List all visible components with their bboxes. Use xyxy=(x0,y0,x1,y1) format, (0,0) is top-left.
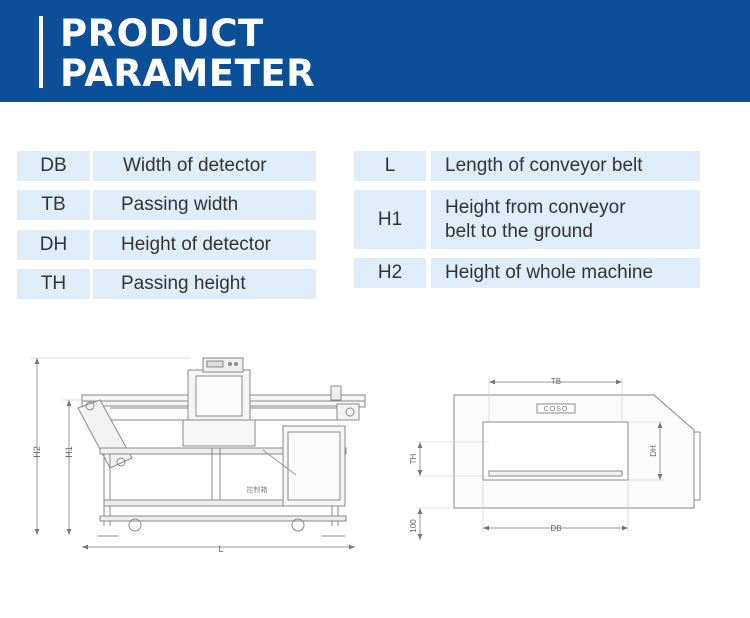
param-desc: Height from conveyor belt to the ground xyxy=(431,190,700,249)
header-banner: PRODUCT PARAMETER xyxy=(0,0,750,102)
front-view xyxy=(416,378,701,540)
param-desc-line-1: Height from conveyor xyxy=(445,196,626,218)
param-desc: Length of conveyor belt xyxy=(431,151,700,181)
param-desc: Passing width xyxy=(93,190,316,220)
dim-label-dh: DH xyxy=(649,445,658,457)
param-code: H2 xyxy=(354,258,426,288)
dim-label-db: DB xyxy=(550,524,561,533)
dim-label-tb: TB xyxy=(551,377,561,386)
technical-drawing: H2 H1 L 控制箱 TB DB TH DH 100 xyxy=(30,357,701,554)
param-desc-line-2: belt to the ground xyxy=(445,220,593,242)
dim-label-l: L xyxy=(218,544,223,554)
accent-bar xyxy=(39,16,43,88)
param-desc: Width of detector xyxy=(93,151,316,181)
param-code: L xyxy=(354,151,426,181)
control-box-label: 控制箱 xyxy=(247,485,268,494)
param-desc: Height of whole machine xyxy=(431,258,700,288)
dim-label-h2: H2 xyxy=(32,446,42,458)
param-desc: Passing height xyxy=(93,269,316,299)
param-row-db: DB Width of detector xyxy=(17,151,316,181)
param-row-tb: TB Passing width xyxy=(17,190,316,220)
param-code: DB xyxy=(17,151,90,181)
param-row-l: L Length of conveyor belt xyxy=(354,151,700,181)
title-line-2: PARAMETER xyxy=(60,52,316,95)
page-title: PRODUCT PARAMETER xyxy=(60,14,315,94)
param-code: TB xyxy=(17,190,90,220)
title-line-1: PRODUCT xyxy=(60,12,264,55)
param-row-h2: H2 Height of whole machine xyxy=(354,258,700,288)
param-code: H1 xyxy=(354,190,426,249)
param-code: TH xyxy=(17,269,90,299)
param-code: DH xyxy=(17,230,90,260)
param-row-th: TH Passing height xyxy=(17,269,316,299)
param-desc: Height of detector xyxy=(93,230,316,260)
param-row-h1: H1 Height from conveyor belt to the grou… xyxy=(354,190,700,249)
dim-label-th: TH xyxy=(409,453,418,464)
brand-logo: COSO xyxy=(544,406,569,413)
dim-label-base: 100 xyxy=(409,519,418,533)
side-view xyxy=(30,357,366,550)
dim-label-h1: H1 xyxy=(64,446,74,458)
param-row-dh: DH Height of detector xyxy=(17,230,316,260)
